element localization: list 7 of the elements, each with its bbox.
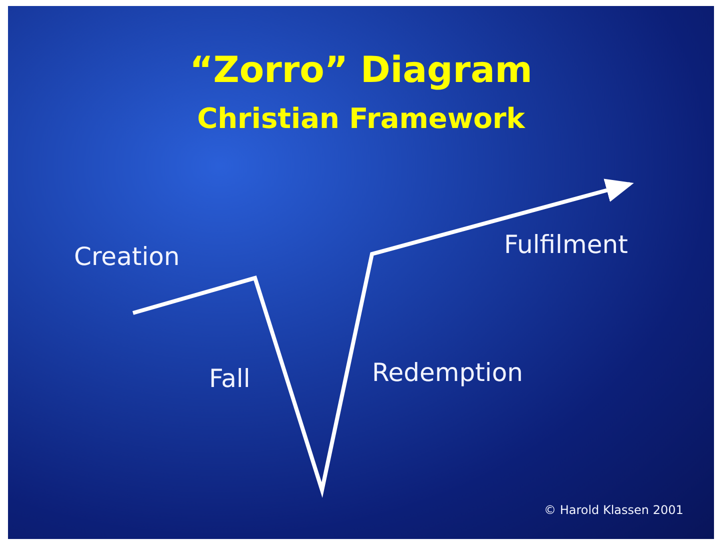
copyright-note: © Harold Klassen 2001 bbox=[544, 503, 684, 517]
stage-label: Redemption bbox=[372, 358, 523, 387]
stage-label: Fulfilment bbox=[504, 230, 628, 259]
stage-label: Creation bbox=[74, 242, 180, 271]
stage-label: Fall bbox=[209, 364, 250, 393]
diagram-title: “Zorro” Diagram bbox=[188, 50, 534, 91]
diagram-subtitle: Christian Framework bbox=[196, 102, 526, 135]
